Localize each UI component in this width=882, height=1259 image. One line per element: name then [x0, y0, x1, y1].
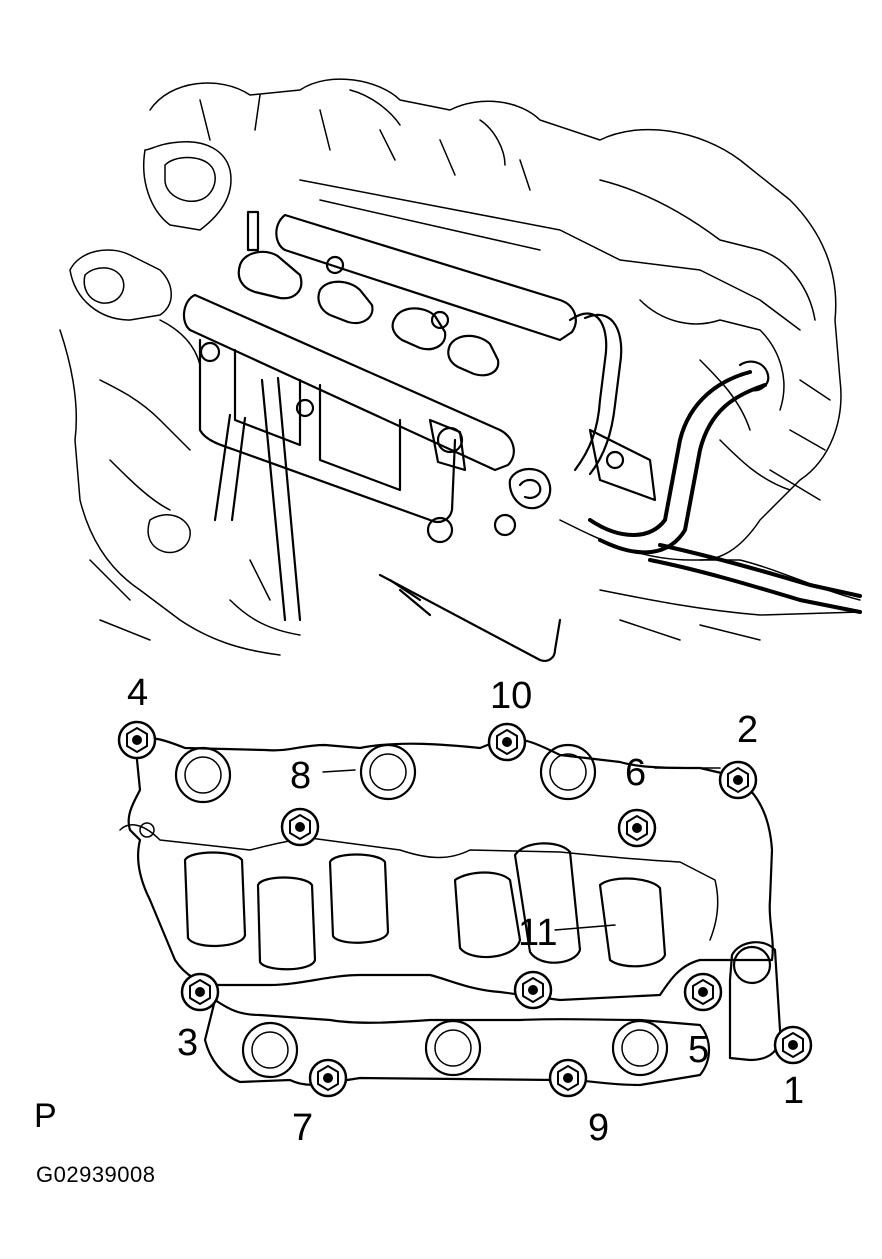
figure-code: G02939008: [36, 1162, 156, 1187]
bolts: [117, 720, 813, 1098]
callouts: 1 2 3 4 5 6 7 8 9 10 11: [127, 672, 804, 1149]
callout-3: 3: [177, 1022, 198, 1064]
bolt-8-marker: [280, 807, 320, 847]
bolt-1-marker: [773, 1025, 813, 1065]
leader-lines: [322, 767, 721, 931]
bolt-10-marker: [487, 722, 527, 762]
bolt-7-marker: [308, 1058, 348, 1098]
bolt-11-marker: [513, 970, 553, 1010]
callout-7: 7: [292, 1107, 313, 1149]
callout-9: 9: [588, 1107, 609, 1149]
callout-8: 8: [290, 755, 311, 797]
view-label: P: [34, 1097, 57, 1135]
bolt-4-marker: [117, 720, 157, 760]
bolt-2-marker: [718, 760, 758, 800]
callout-4: 4: [127, 672, 148, 714]
bolt-3-marker: [180, 972, 220, 1012]
callout-5: 5: [688, 1029, 709, 1071]
callout-2: 2: [737, 709, 758, 751]
bolt-9-marker: [548, 1058, 588, 1098]
callout-10: 10: [490, 675, 532, 717]
callout-11: 11: [518, 912, 557, 954]
bolt-5-marker: [683, 972, 723, 1012]
engine-illustration: [59, 78, 862, 662]
callout-1: 1: [783, 1070, 804, 1112]
bolt-6-marker: [617, 808, 657, 848]
callout-6: 6: [625, 752, 646, 794]
gasket-outline: [119, 736, 782, 1087]
